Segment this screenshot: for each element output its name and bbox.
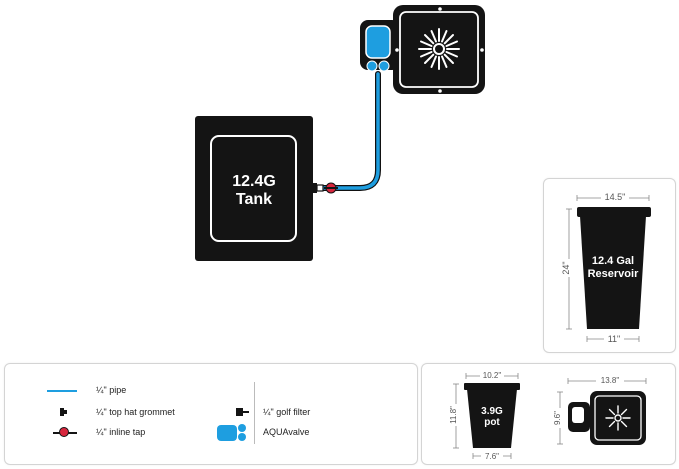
legend-aquavalve-label: AQUAvalve [263, 427, 310, 437]
legend-grommet-label: ¼" top hat grommet [96, 407, 175, 417]
legend-golf-filter-icon [236, 408, 243, 416]
legend-pipe-swatch [47, 390, 77, 392]
pot-figure: 10.2" 11.8" 3.9G pot 7.6" 13.8" 9.6" [449, 369, 647, 461]
reservoir-label-line2: Reservoir [588, 268, 639, 280]
pot-label-line1: 3.9G [481, 406, 503, 417]
tray-height: 9.6" [553, 411, 562, 425]
legend-inline-tap-label: ¼" inline tap [96, 427, 146, 437]
reservoir-label-line1: 12.4 Gal [592, 255, 634, 267]
reservoir-top-width: 14.5" [605, 192, 626, 202]
legend-divider [254, 382, 255, 444]
tank-label-line1: 12.4G [232, 173, 276, 190]
legend-aquavalve-icon [217, 425, 237, 441]
reservoir-height: 24" [561, 261, 571, 274]
legend-inline-tap-icon [59, 427, 69, 437]
pot-card: 10.2" 11.8" 3.9G pot 7.6" 13.8" 9.6" [421, 363, 676, 465]
reservoir-figure: 14.5" 24" 12.4 Gal Reservoir 11" [561, 191, 651, 345]
pot-bottom-width: 7.6" [485, 452, 499, 461]
pipe-line-fill [316, 72, 380, 190]
legend-card: ¼" pipe ¼" top hat grommet ¼" inline tap… [4, 363, 418, 465]
reservoir-bottom-width: 11" [608, 334, 621, 344]
pot-label-line2: pot [484, 417, 500, 428]
tank-label-line2: Tank [236, 191, 272, 208]
grommet-fitting [312, 183, 324, 193]
tray-width: 13.8" [601, 376, 620, 385]
legend-golf-filter-label: ¼" golf filter [263, 407, 311, 417]
reservoir-card: 14.5" 24" 12.4 Gal Reservoir 11" [543, 178, 676, 353]
tank: 12.4G Tank [195, 116, 313, 261]
tray-sun-icon [605, 405, 631, 431]
legend-grommet-icon [60, 408, 64, 416]
plant-sun-icon [418, 28, 460, 70]
top-pot-assembly [360, 5, 485, 94]
pot-top-width: 10.2" [483, 371, 502, 380]
legend-pipe-label: ¼" pipe [96, 385, 127, 395]
pipe-line [315, 71, 381, 191]
pot-height: 11.8" [449, 406, 458, 424]
